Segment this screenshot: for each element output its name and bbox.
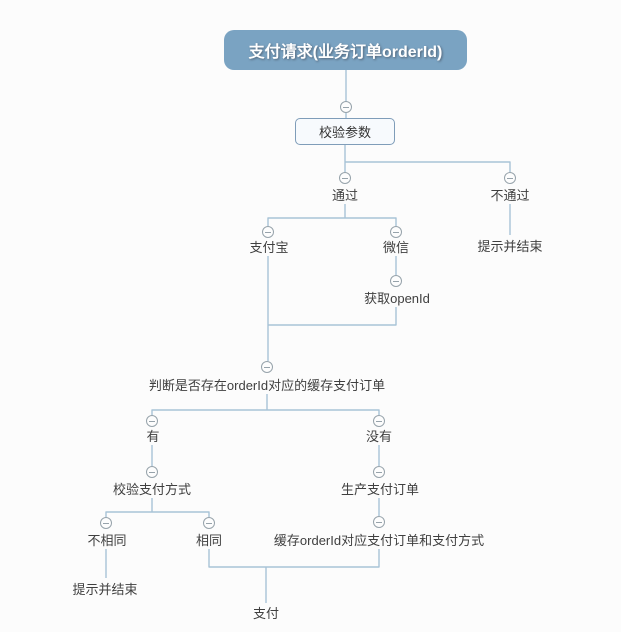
minus-icon xyxy=(376,522,382,523)
topic-get-openid[interactable]: 获取openId xyxy=(364,291,430,306)
topic-cache-order[interactable]: 缓存orderId对应支付订单和支付方式 xyxy=(273,533,485,548)
minus-icon xyxy=(264,367,270,368)
minus-icon xyxy=(206,523,212,524)
collapse-toggle-pass[interactable] xyxy=(339,172,351,184)
minus-icon xyxy=(393,232,399,233)
topic-has-not[interactable]: 没有 xyxy=(365,429,393,444)
collapse-toggle-validate-params[interactable] xyxy=(340,101,352,113)
minus-icon xyxy=(376,421,382,422)
minus-icon xyxy=(393,281,399,282)
minus-icon xyxy=(103,523,109,524)
topic-wechat[interactable]: 微信 xyxy=(382,240,410,255)
topic-fail[interactable]: 不通过 xyxy=(490,188,530,203)
topic-verify-pay-method[interactable]: 校验支付方式 xyxy=(112,482,192,497)
topic-pass[interactable]: 通过 xyxy=(331,188,359,203)
minus-icon xyxy=(507,178,513,179)
collapse-toggle-has-not[interactable] xyxy=(373,415,385,427)
collapse-toggle-has[interactable] xyxy=(146,415,158,427)
minus-icon xyxy=(376,472,382,473)
collapse-toggle-same[interactable] xyxy=(203,517,215,529)
topic-pay[interactable]: 支付 xyxy=(252,606,280,621)
topic-create-pay-order[interactable]: 生产支付订单 xyxy=(340,482,420,497)
topic-payment-request[interactable]: 支付请求(业务订单orderId) xyxy=(224,30,467,70)
collapse-toggle-check-cached-order[interactable] xyxy=(261,361,273,373)
topic-fail-prompt-end[interactable]: 提示并结束 xyxy=(477,239,543,254)
topic-prompt-end[interactable]: 提示并结束 xyxy=(72,582,138,597)
collapse-toggle-alipay[interactable] xyxy=(262,226,274,238)
collapse-toggle-cache-order[interactable] xyxy=(373,516,385,528)
topic-not-same[interactable]: 不相同 xyxy=(87,533,127,548)
minus-icon xyxy=(343,107,349,108)
minus-icon xyxy=(342,178,348,179)
topic-validate-params[interactable]: 校验参数 xyxy=(295,118,395,145)
collapse-toggle-wechat[interactable] xyxy=(390,226,402,238)
topic-check-cached-order[interactable]: 判断是否存在orderId对应的缓存支付订单 xyxy=(148,378,386,393)
topic-has[interactable]: 有 xyxy=(146,429,160,444)
minus-icon xyxy=(265,232,271,233)
collapse-toggle-get-openid[interactable] xyxy=(390,275,402,287)
minus-icon xyxy=(149,421,155,422)
topic-same[interactable]: 相同 xyxy=(195,533,223,548)
collapse-toggle-create-pay-order[interactable] xyxy=(373,466,385,478)
collapse-toggle-not-same[interactable] xyxy=(100,517,112,529)
collapse-toggle-verify-pay-method[interactable] xyxy=(146,466,158,478)
topic-alipay[interactable]: 支付宝 xyxy=(249,240,289,255)
minus-icon xyxy=(149,472,155,473)
collapse-toggle-fail[interactable] xyxy=(504,172,516,184)
